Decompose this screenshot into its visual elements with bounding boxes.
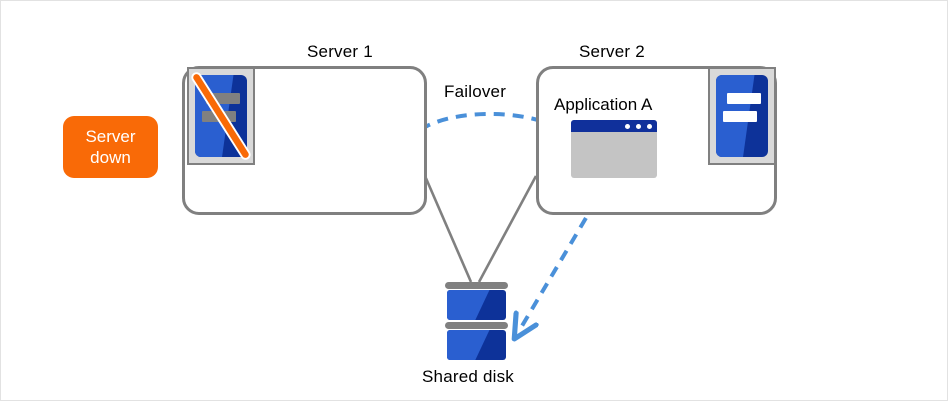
server-icon-bar-1: [206, 93, 240, 104]
server2-title: Server 2: [579, 42, 645, 61]
window-dot-1: [624, 123, 630, 129]
server-icon-bar-2: [723, 111, 757, 122]
server1-icon-plate: [187, 67, 255, 165]
status-badge-server-down: Server down: [63, 116, 158, 178]
connector-server1-to-disk: [423, 175, 473, 283]
disk-platter-1: [447, 290, 506, 320]
server-icon: [716, 75, 768, 157]
status-badge-line-2: down: [90, 148, 131, 167]
status-badge-line-1: Server: [85, 127, 136, 146]
server-icon-disabled: [195, 75, 247, 157]
failover-arrow: [405, 114, 557, 145]
disk-bar-middle: [445, 322, 508, 329]
application-label: Application A: [554, 95, 653, 114]
server-icon-bar-2: [202, 111, 236, 122]
failover-label: Failover: [444, 82, 507, 101]
window-dot-2: [635, 123, 641, 129]
shared-disk-label: Shared disk: [422, 367, 514, 386]
application-window[interactable]: [571, 120, 657, 178]
application-window-titlebar: [571, 120, 657, 132]
server1-title: Server 1: [307, 42, 373, 61]
connector-server2-to-disk: [477, 175, 538, 283]
disk-bar-top: [445, 282, 508, 289]
server2-icon-plate: [708, 67, 776, 165]
server-icon-bar-1: [727, 93, 761, 104]
window-dot-3: [646, 123, 652, 129]
disk-platter-2: [447, 330, 506, 360]
